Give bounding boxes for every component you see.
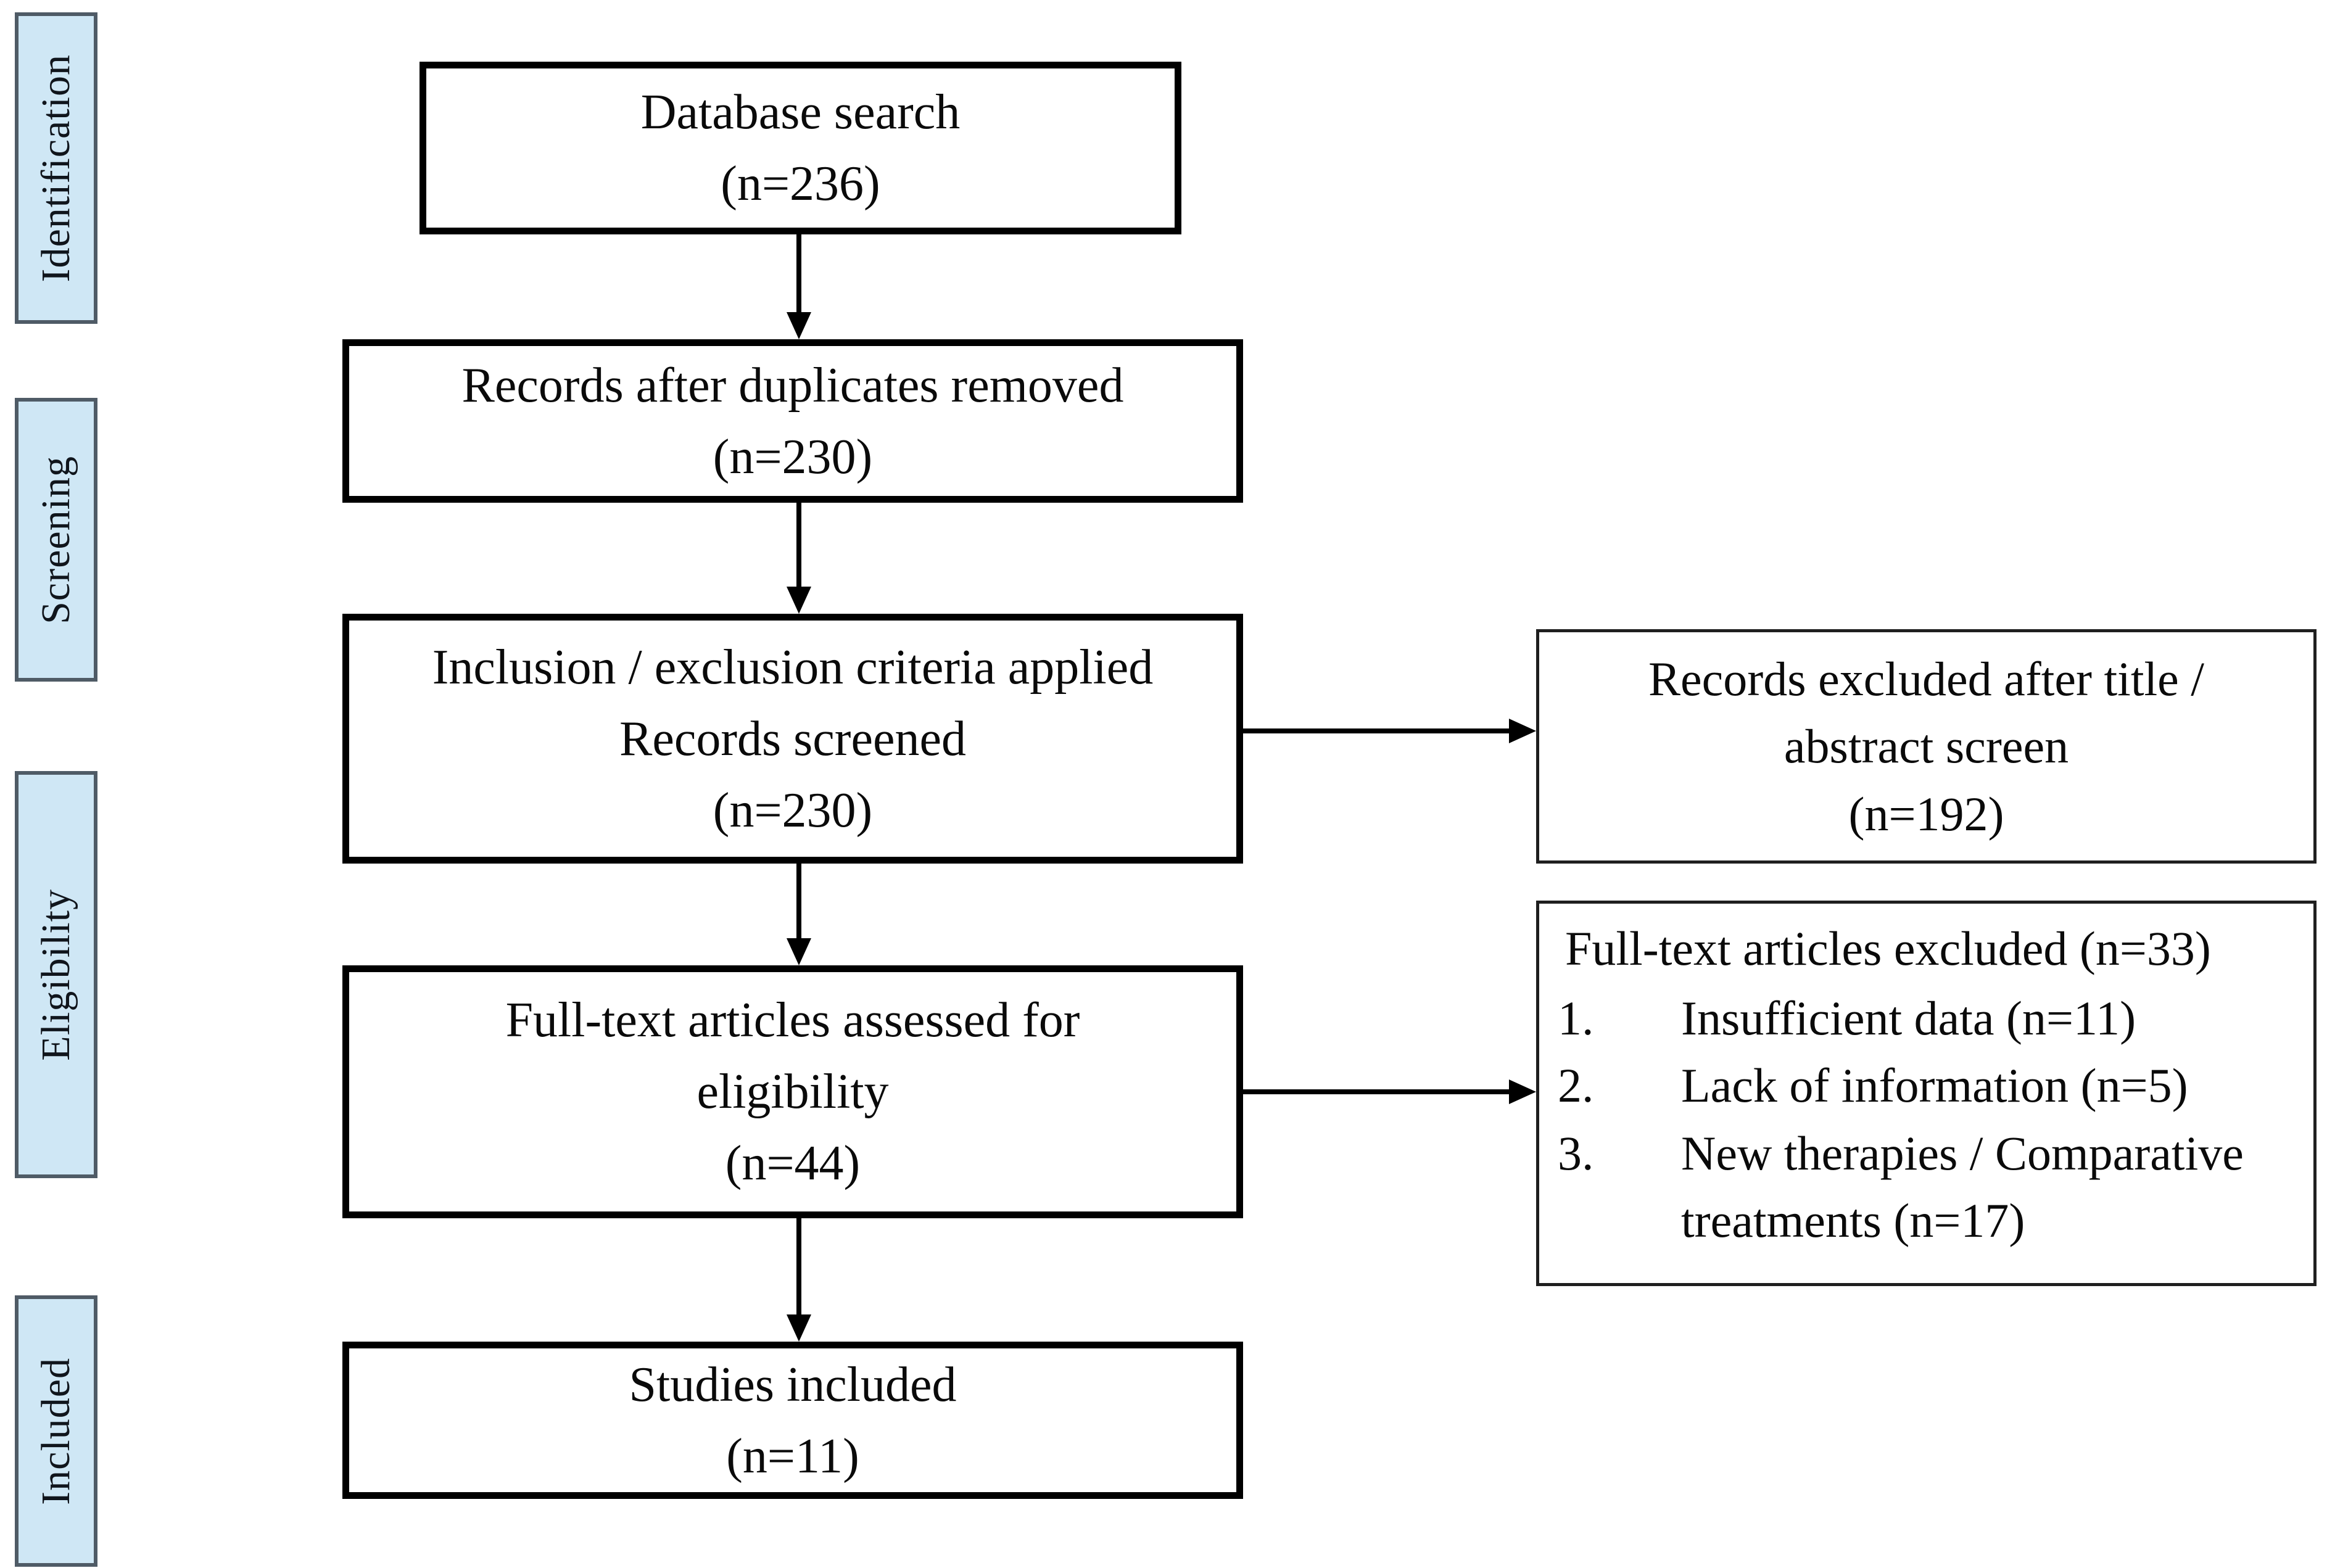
box-count: (n=236) [721,157,880,211]
side-box-records-excluded: Records excluded after title / abstract … [1536,629,2317,864]
exclusion-item: 1. Insufficient data (n=11) [1558,984,2297,1052]
box-text-line: abstract screen [1783,719,2069,774]
exclusion-item: 3. New therapies / Comparative treatment… [1558,1120,2297,1254]
exclusion-title: Full-text articles excluded (n=33) [1565,922,2211,975]
box-count: (n=230) [713,783,873,838]
box-text-line: Inclusion / exclusion criteria applied [432,640,1154,695]
box-text-line: Records after duplicates removed [461,358,1124,413]
stage-label-eligibility: Eligibility [33,888,78,1061]
stage-box-screening: Screening [15,398,97,682]
box-text-line: Records screened [619,711,966,766]
box-text-line: Database search [640,85,961,139]
box-text-line: Records excluded after title / [1648,652,2204,706]
exclusion-item-number: 3. [1558,1126,1594,1180]
box-text-line: Full-text articles assessed for [505,993,1080,1047]
arrow-shaft [796,503,801,588]
flow-box-database-search: Database search (n=236) [420,62,1181,234]
arrow-head-down-icon [787,1314,811,1342]
arrow-head-down-icon [787,312,811,339]
flow-box-studies-included: Studies included (n=11) [342,1342,1243,1499]
stage-label-screening: Screening [33,455,78,624]
exclusion-item-text: New therapies / Comparative treatments (… [1681,1126,2244,1247]
box-count: (n=11) [726,1429,859,1483]
stage-box-eligibility: Eligibility [15,771,97,1178]
flow-box-duplicates-removed: Records after duplicates removed (n=230) [342,339,1243,503]
arrow-head-right-icon [1509,719,1536,743]
box-text-line: Studies included [629,1357,957,1412]
flow-box-fulltext-assessed: Full-text articles assessed for eligibil… [342,965,1243,1218]
box-count: (n=192) [1848,786,2004,841]
stage-label-included: Included [33,1357,78,1505]
flow-box-records-screened: Inclusion / exclusion criteria applied R… [342,614,1243,864]
exclusion-item-text: Lack of information (n=5) [1681,1058,2188,1113]
arrow-head-down-icon [787,938,811,965]
box-count: (n=44) [725,1136,861,1190]
box-text-line: eligibility [696,1065,889,1119]
stage-box-identification: Identification [15,12,97,324]
exclusion-item-number: 2. [1558,1058,1594,1113]
box-count: (n=230) [713,429,873,484]
arrow-shaft [796,1218,801,1316]
arrow-shaft [1243,728,1510,733]
arrow-shaft [796,864,801,939]
arrow-shaft [1243,1089,1510,1094]
stage-box-included: Included [15,1295,97,1567]
arrow-head-right-icon [1509,1079,1536,1104]
arrow-shaft [796,234,801,313]
stage-label-identification: Identification [33,54,78,283]
exclusion-item-number: 1. [1558,991,1594,1046]
arrow-head-down-icon [787,587,811,614]
exclusion-item: 2. Lack of information (n=5) [1558,1052,2297,1119]
exclusion-item-text: Insufficient data (n=11) [1681,991,2136,1046]
side-box-fulltext-excluded: Full-text articles excluded (n=33) 1. In… [1536,901,2317,1286]
